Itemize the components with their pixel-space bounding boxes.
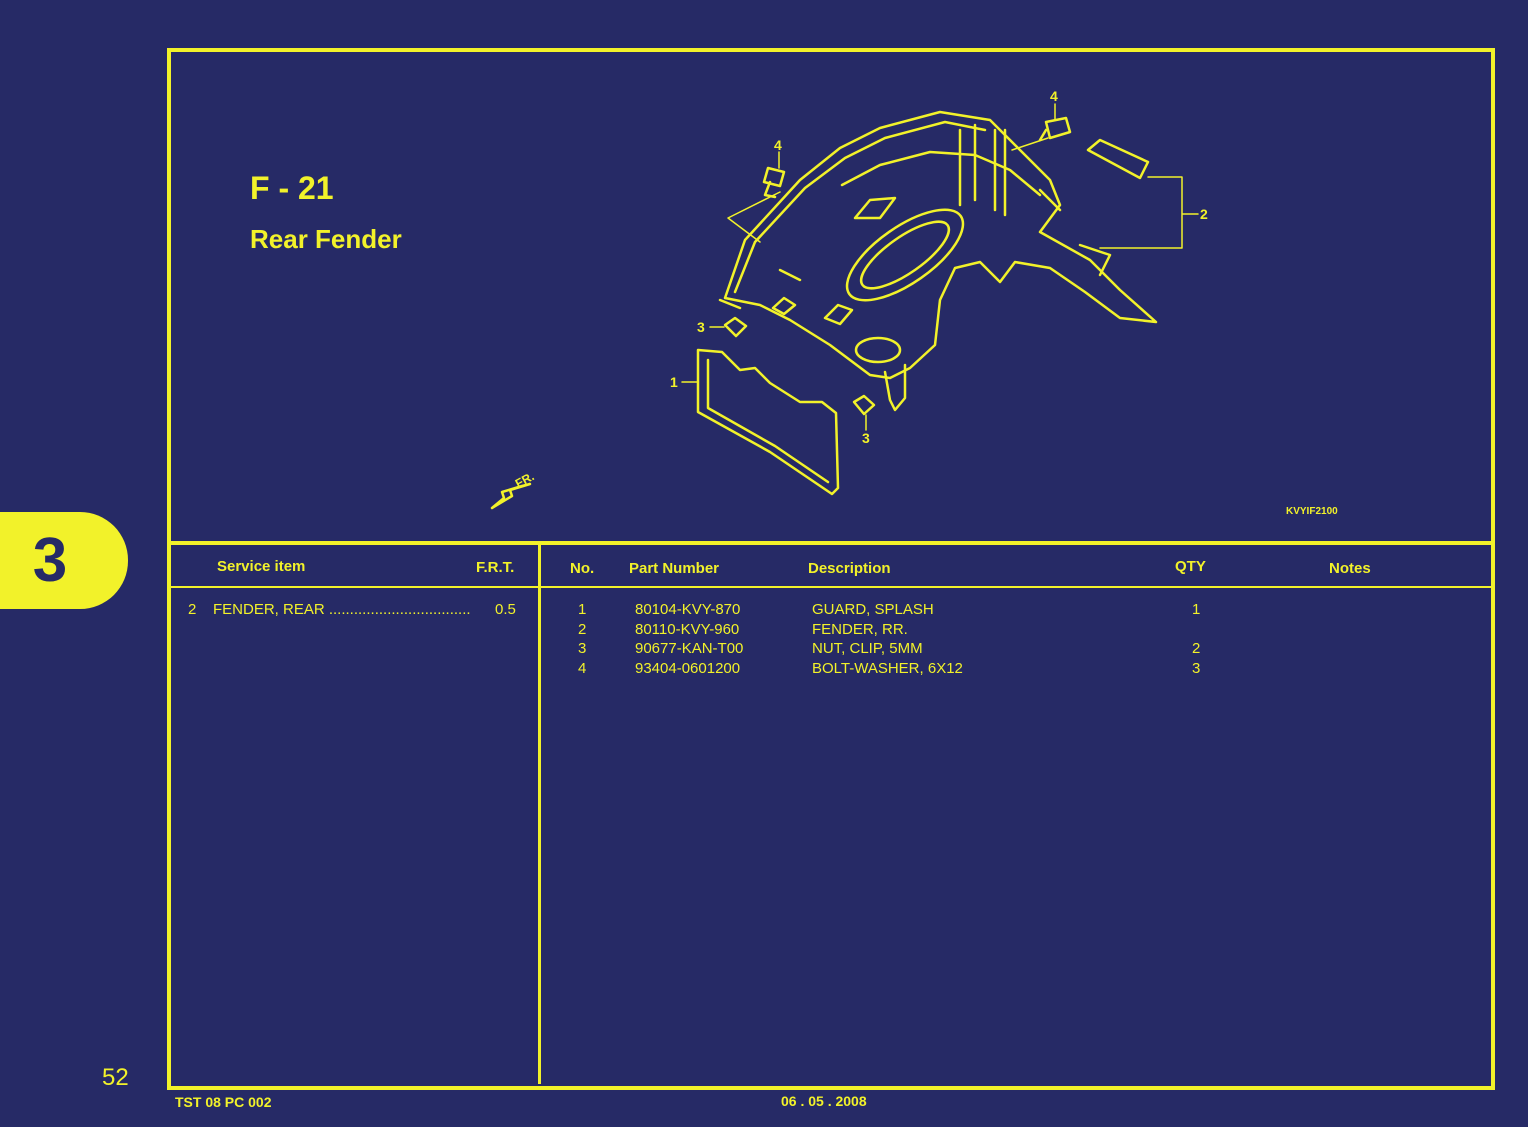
callout-2: 2 (1200, 206, 1208, 222)
qty-header: QTY (1175, 558, 1206, 575)
document-date: 06 . 05 . 2008 (781, 1093, 867, 1109)
description-header: Description (808, 560, 891, 577)
leader-lines (681, 103, 1199, 431)
service-row-no: 2 (188, 601, 197, 618)
table-header-divider (167, 586, 1491, 588)
row-description: BOLT-WASHER, 6X12 (812, 660, 963, 677)
callout-4a: 4 (774, 137, 782, 153)
callout-3b: 3 (862, 430, 870, 446)
row-description: GUARD, SPLASH (812, 601, 934, 618)
page-number: 52 (102, 1064, 129, 1091)
row-qty: 1 (1192, 601, 1201, 618)
row-part-number: 93404-0601200 (635, 660, 741, 677)
document-code: TST 08 PC 002 (175, 1094, 272, 1110)
service-row-item: FENDER, REAR ...........................… (213, 601, 471, 618)
row-no: 3 (578, 640, 587, 657)
row-qty: 3 (1192, 660, 1201, 677)
no-header: No. (570, 560, 595, 577)
service-row-frt: 0.5 (495, 601, 516, 618)
splash-guard-part (696, 348, 840, 496)
table-column-divider (538, 543, 541, 1084)
row-part-number: 80110-KVY-960 (635, 621, 740, 638)
nut-clip-3a (723, 316, 748, 338)
row-no: 1 (578, 601, 587, 618)
callout-3a: 3 (697, 319, 705, 335)
nut-clip-3b (852, 394, 876, 416)
service-item-header: Service item (217, 558, 306, 575)
frt-header: F.R.T. (476, 559, 515, 576)
callout-4b: 4 (1050, 88, 1058, 104)
diagram-divider (167, 541, 1491, 545)
rear-fender-part (718, 110, 1158, 412)
front-arrow-icon (490, 482, 532, 510)
row-qty: 2 (1192, 640, 1201, 657)
callout-1: 1 (670, 374, 678, 390)
row-part-number: 80104-KVY-870 (635, 601, 741, 618)
section-tab: 3 (0, 512, 128, 609)
figure-ref: KVYIF2100 (1286, 506, 1338, 517)
bolt-washer-4a (762, 166, 786, 199)
bolt-washer-4b (1038, 116, 1072, 142)
figure-code: F - 21 (250, 170, 334, 206)
row-no: 4 (578, 660, 587, 677)
fender-rr-part (1086, 138, 1150, 180)
notes-header: Notes (1329, 560, 1371, 577)
row-part-number: 90677-KAN-T00 (635, 640, 744, 657)
row-no: 2 (578, 621, 587, 638)
catalog-frame (167, 48, 1495, 1090)
row-description: FENDER, RR. (812, 621, 908, 638)
part-number-header: Part Number (629, 560, 720, 577)
row-description: NUT, CLIP, 5MM (812, 640, 923, 657)
figure-title: Rear Fender (250, 224, 402, 254)
